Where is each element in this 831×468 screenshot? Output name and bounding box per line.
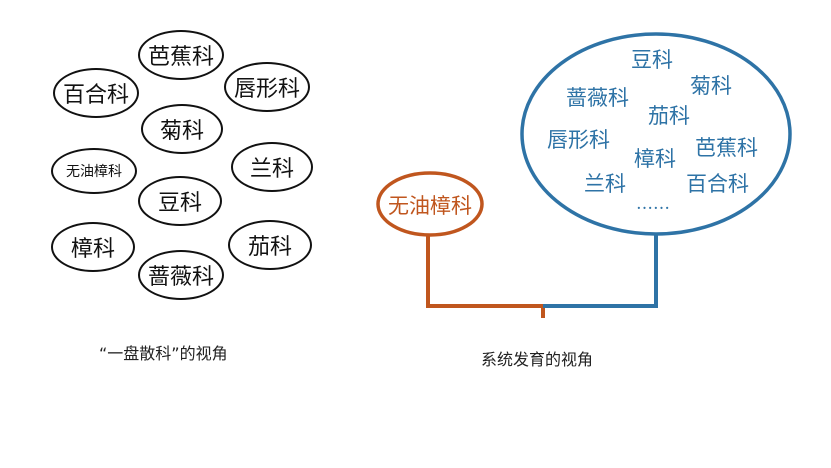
clade-ellipsis: …… bbox=[636, 194, 670, 214]
clade-member: 兰科 bbox=[584, 172, 626, 196]
family-label: 无油樟科 bbox=[66, 164, 122, 180]
family-oval-rose: 蔷薇科 bbox=[138, 250, 224, 300]
family-label: 兰科 bbox=[249, 157, 294, 182]
family-oval-orchid: 兰科 bbox=[231, 142, 313, 192]
family-oval-aster: 菊科 bbox=[141, 104, 223, 154]
family-oval-legume: 豆科 bbox=[138, 176, 222, 226]
family-label: 唇形科 bbox=[233, 77, 300, 102]
family-label: 豆科 bbox=[157, 191, 202, 216]
family-oval-bananas: 芭蕉科 bbox=[138, 30, 224, 80]
clade-branch bbox=[543, 234, 658, 308]
left-caption: “一盘散科”的视角 bbox=[99, 344, 228, 363]
family-label: 茄科 bbox=[247, 235, 292, 260]
clade-member: 芭蕉科 bbox=[695, 136, 758, 160]
family-label: 芭蕉科 bbox=[147, 45, 214, 70]
clade-member: 蔷薇科 bbox=[566, 86, 629, 110]
clade-member: 菊科 bbox=[690, 74, 732, 98]
clade-member: 豆科 bbox=[631, 48, 673, 72]
family-oval-lily: 百合科 bbox=[53, 68, 139, 118]
clade-member: 樟科 bbox=[634, 147, 676, 171]
family-oval-mint: 唇形科 bbox=[224, 62, 310, 112]
outgroup-label: 无油樟科 bbox=[388, 194, 472, 218]
family-oval-nightshade: 茄科 bbox=[228, 220, 312, 270]
clade-member: 唇形科 bbox=[547, 128, 610, 152]
family-oval-laurel: 樟科 bbox=[51, 222, 135, 272]
clade-member: 百合科 bbox=[686, 172, 749, 196]
family-label: 蔷薇科 bbox=[147, 265, 214, 290]
outgroup-branch bbox=[426, 235, 545, 318]
right-caption: 系统发育的视角 bbox=[481, 350, 594, 369]
family-oval-amborella: 无油樟科 bbox=[51, 148, 137, 194]
family-label: 樟科 bbox=[70, 237, 115, 262]
family-label: 百合科 bbox=[62, 83, 129, 108]
clade-member: 茄科 bbox=[648, 104, 690, 128]
family-label: 菊科 bbox=[159, 119, 204, 144]
